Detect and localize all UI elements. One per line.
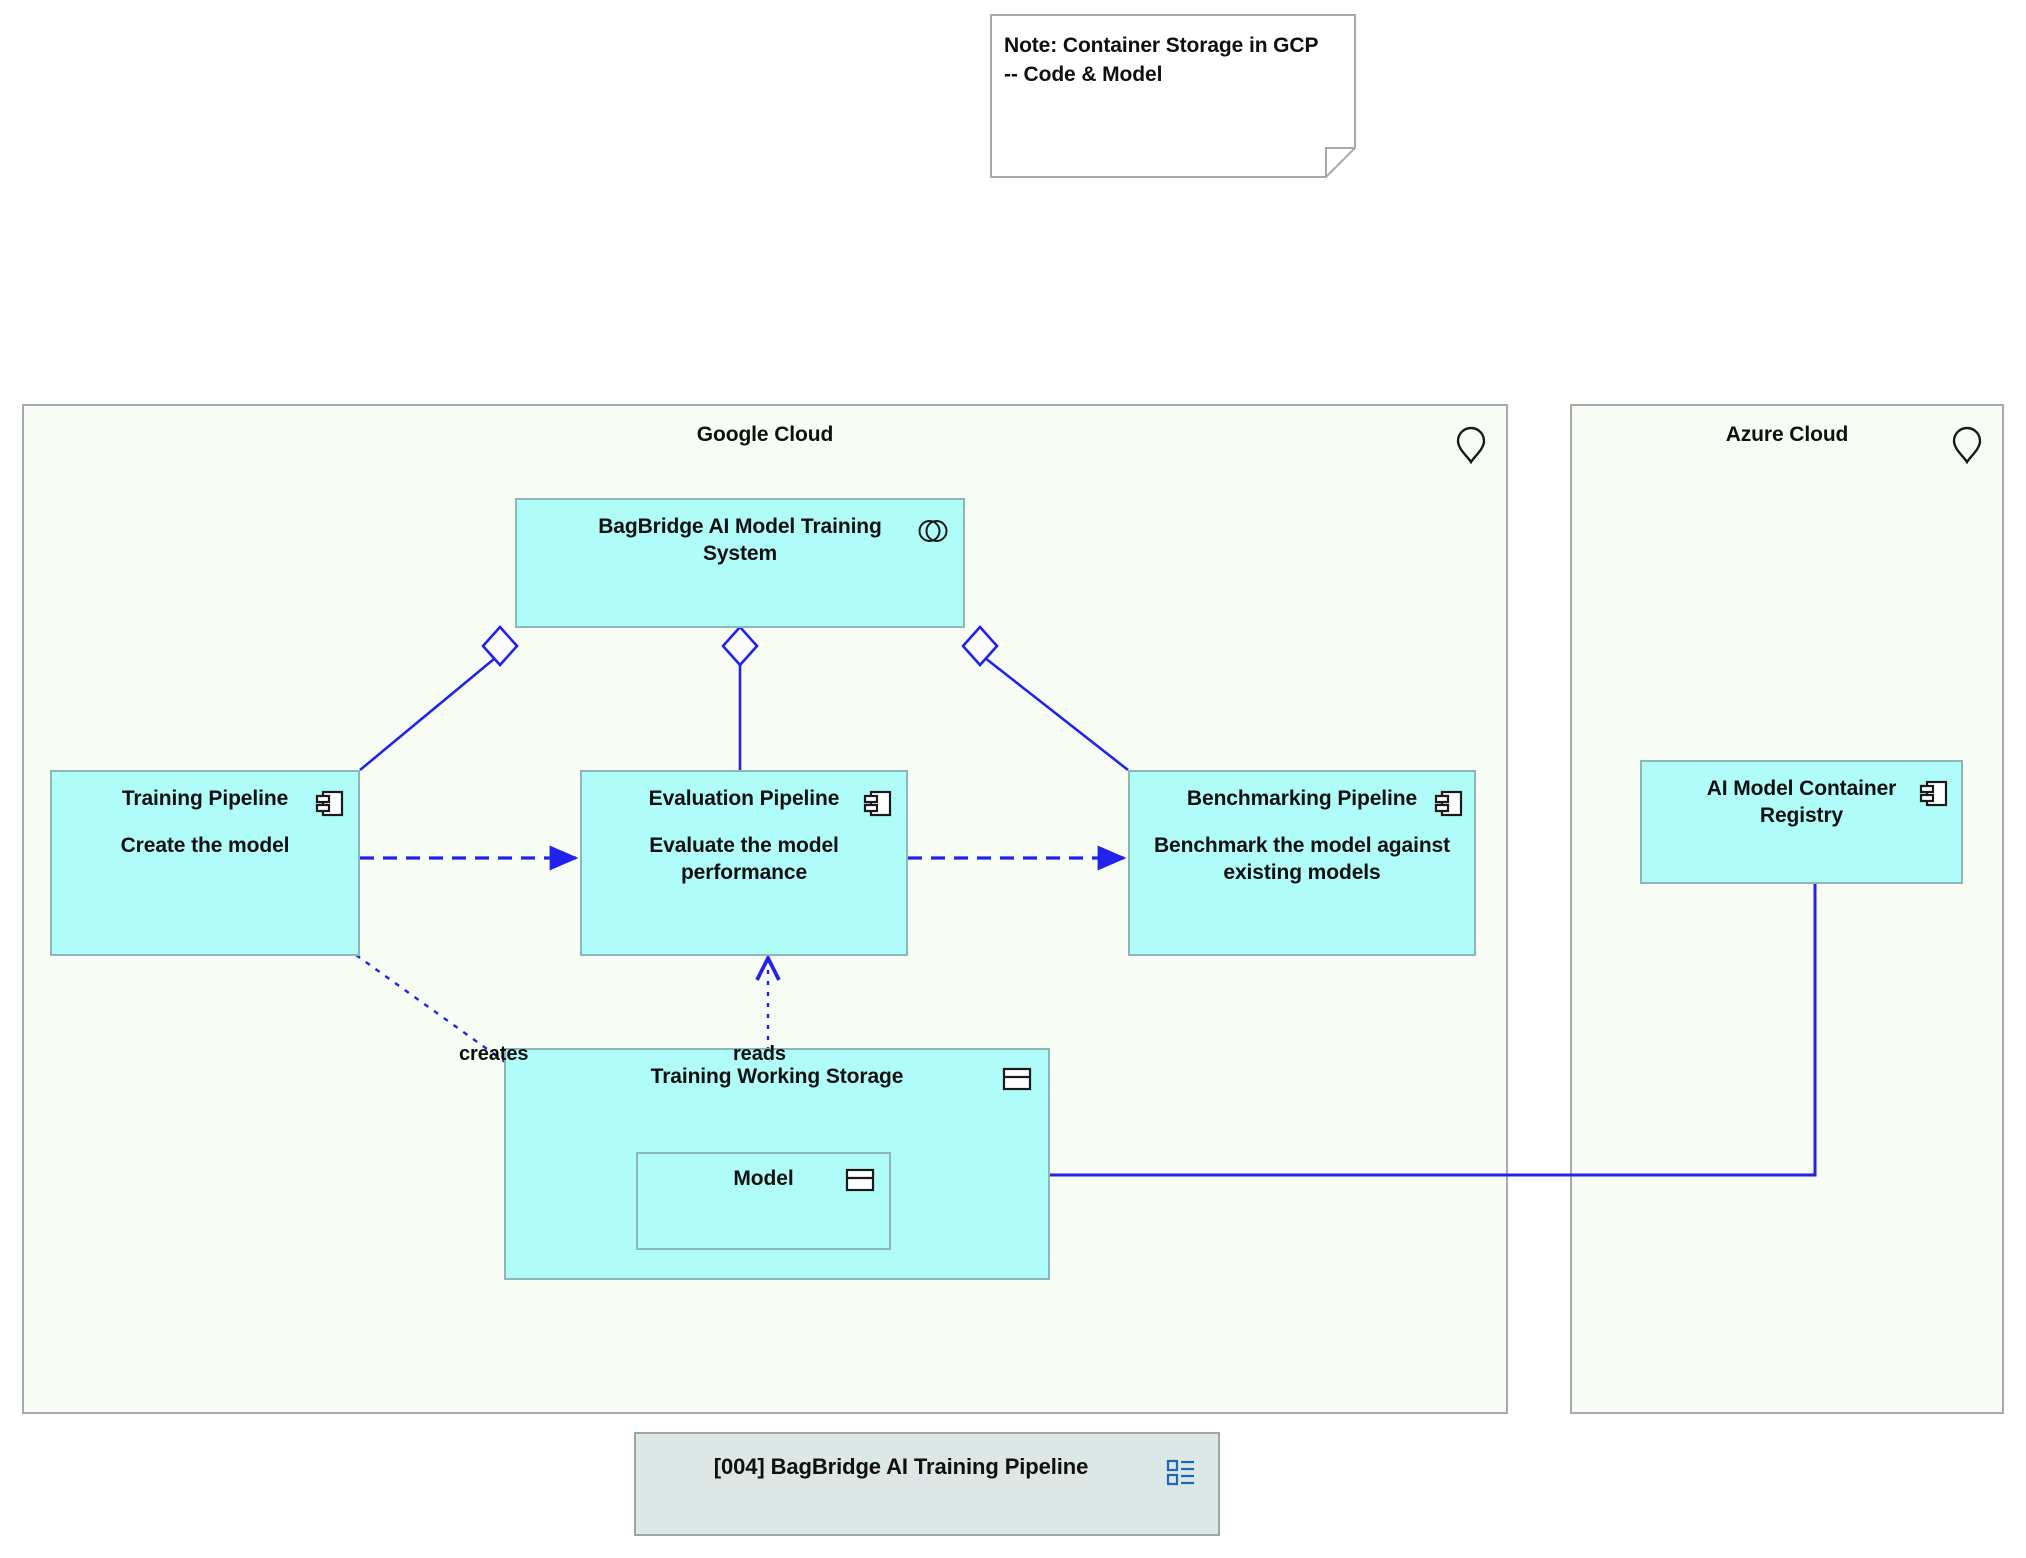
node-model[interactable]: Model [636, 1152, 891, 1250]
node-title: BagBridge AI Model Training System [598, 515, 882, 565]
node-ai-model-container-registry[interactable]: AI Model Container Registry [1640, 760, 1963, 884]
note-container-storage: Note: Container Storage in GCP -- Code &… [990, 14, 1356, 178]
node-description: Create the model [120, 833, 290, 857]
node-title: Benchmarking Pipeline [1186, 787, 1418, 810]
node-bagbridge-ai-model-training-system[interactable]: BagBridge AI Model Training System [515, 498, 965, 628]
node-title: Evaluation Pipeline [648, 787, 840, 810]
node-training-pipeline[interactable]: Training Pipeline Create the model [50, 770, 360, 956]
node-description: Benchmark the model against existing mod… [1153, 833, 1451, 884]
node-title: Model [733, 1167, 794, 1190]
location-pin-icon [1950, 424, 1984, 466]
edge-label-reads: reads [733, 1043, 786, 1065]
diagram-list-icon [1166, 1458, 1196, 1488]
component-icon [1919, 778, 1949, 808]
container-google-cloud-label: Google Cloud [696, 423, 834, 446]
container-azure-cloud-label: Azure Cloud [1725, 423, 1849, 446]
artifact-icon [1002, 1066, 1032, 1092]
node-title: Training Pipeline [121, 787, 289, 810]
component-icon [315, 788, 345, 818]
note-text: Note: Container Storage in GCP -- Code &… [1004, 34, 1318, 86]
node-benchmarking-pipeline[interactable]: Benchmarking Pipeline Benchmark the mode… [1128, 770, 1476, 956]
node-title: AI Model Container Registry [1706, 777, 1897, 827]
edge-label-creates: creates [459, 1043, 529, 1065]
node-title: Training Working Storage [650, 1065, 904, 1088]
component-icon [1434, 788, 1464, 818]
location-pin-icon [1454, 424, 1488, 466]
container-azure-cloud[interactable]: Azure Cloud [1570, 404, 2004, 1414]
note-shape [990, 14, 1356, 178]
component-icon [863, 788, 893, 818]
system-software-icon [917, 518, 949, 544]
node-evaluation-pipeline[interactable]: Evaluation Pipeline Evaluate the model p… [580, 770, 908, 956]
node-description: Evaluate the model performance [649, 833, 839, 884]
artifact-icon [845, 1167, 875, 1193]
diagram-footer-title-bar[interactable]: [004] BagBridge AI Training Pipeline [634, 1432, 1220, 1536]
diagram-footer-label: [004] BagBridge AI Training Pipeline [713, 1454, 1089, 1479]
